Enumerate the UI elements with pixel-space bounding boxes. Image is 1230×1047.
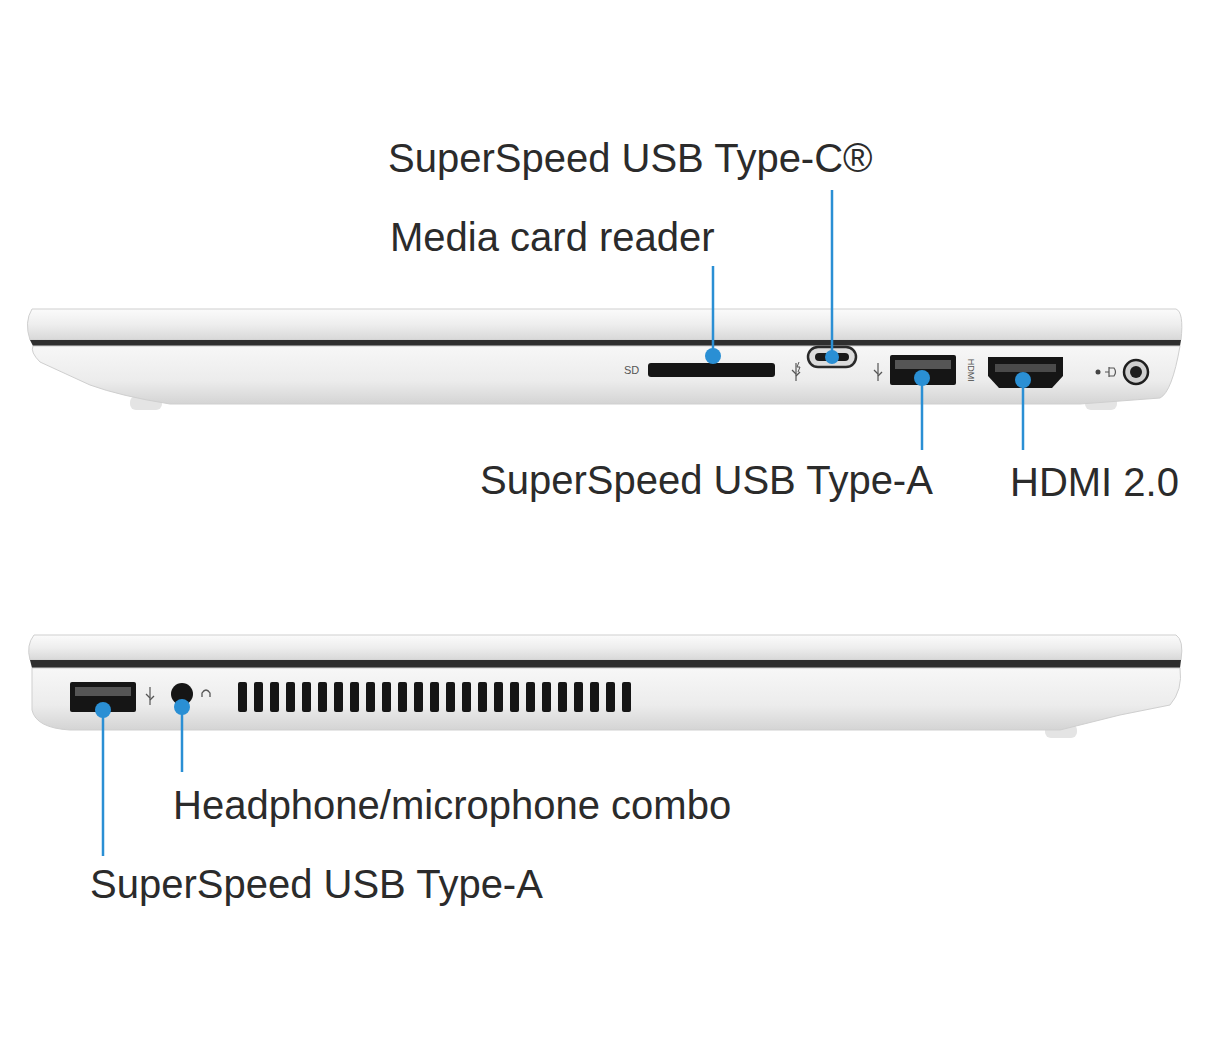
port-label: SuperSpeed USB Type-C®	[388, 135, 873, 181]
vent-slot	[510, 682, 519, 712]
sd-slot	[648, 363, 775, 377]
vent-slot	[366, 682, 375, 712]
vent-slot	[494, 682, 503, 712]
leader-line	[831, 190, 834, 356]
usb-c-port	[808, 347, 856, 367]
vent-slot	[526, 682, 535, 712]
vent-slot	[254, 682, 263, 712]
laptop-base	[32, 668, 1181, 730]
vent-slot	[574, 682, 583, 712]
laptop-base	[32, 346, 1180, 404]
hdmi-port	[995, 364, 1056, 372]
usb-a-port	[890, 355, 956, 385]
dc-jack	[1130, 366, 1142, 378]
leader-lines	[95, 190, 1031, 856]
vent-slot	[302, 682, 311, 712]
vent-slot	[382, 682, 391, 712]
leader-line	[921, 378, 924, 450]
port-label: SuperSpeed USB Type-A	[480, 457, 933, 503]
vent-slot	[590, 682, 599, 712]
usb-symbol	[146, 687, 154, 705]
vent-slot	[478, 682, 487, 712]
vent-slot	[430, 682, 439, 712]
leader-line	[181, 706, 184, 772]
leader-dot	[705, 348, 721, 364]
port-label: Media card reader	[390, 214, 715, 260]
vent-slot	[350, 682, 359, 712]
dc-jack	[1124, 360, 1148, 384]
leader-line	[102, 710, 105, 856]
leader-dot	[174, 699, 190, 715]
port-marking: SD	[624, 364, 639, 377]
vent-slot	[542, 682, 551, 712]
laptop-lid	[29, 635, 1182, 660]
vent-slot	[622, 682, 631, 712]
power-symbol	[1105, 367, 1116, 377]
usb-a-port	[895, 360, 951, 369]
usb-symbol	[792, 362, 800, 381]
vent-slot	[606, 682, 615, 712]
laptop-right-side	[27, 309, 1181, 410]
usb-symbol	[874, 363, 882, 381]
laptop-lid	[27, 309, 1181, 340]
vent-grille	[238, 682, 631, 712]
hinge-gap	[30, 660, 1181, 668]
leader-dot	[825, 350, 839, 364]
hinge-gap	[30, 340, 1181, 346]
leader-dot	[914, 370, 930, 386]
leader-line	[1022, 380, 1025, 450]
port-label: HDMI 2.0	[1010, 459, 1179, 505]
vent-slot	[270, 682, 279, 712]
status-led	[1096, 370, 1101, 375]
leader-line	[712, 266, 715, 355]
laptop-left-side	[29, 635, 1182, 738]
port-label: Headphone/microphone combo	[173, 782, 731, 828]
hdmi-port	[988, 357, 1063, 388]
port-marking: HDMI	[965, 359, 975, 382]
leader-dot	[1015, 372, 1031, 388]
vent-slot	[558, 682, 567, 712]
vent-slot	[414, 682, 423, 712]
vent-slot	[286, 682, 295, 712]
vent-slot	[238, 682, 247, 712]
vent-slot	[462, 682, 471, 712]
usb-a-port	[75, 687, 131, 696]
headphone-symbol	[202, 690, 210, 697]
vent-slot	[334, 682, 343, 712]
vent-slot	[398, 682, 407, 712]
vent-slot	[318, 682, 327, 712]
port-label: SuperSpeed USB Type-A	[90, 861, 543, 907]
leader-dot	[95, 702, 111, 718]
vent-slot	[446, 682, 455, 712]
